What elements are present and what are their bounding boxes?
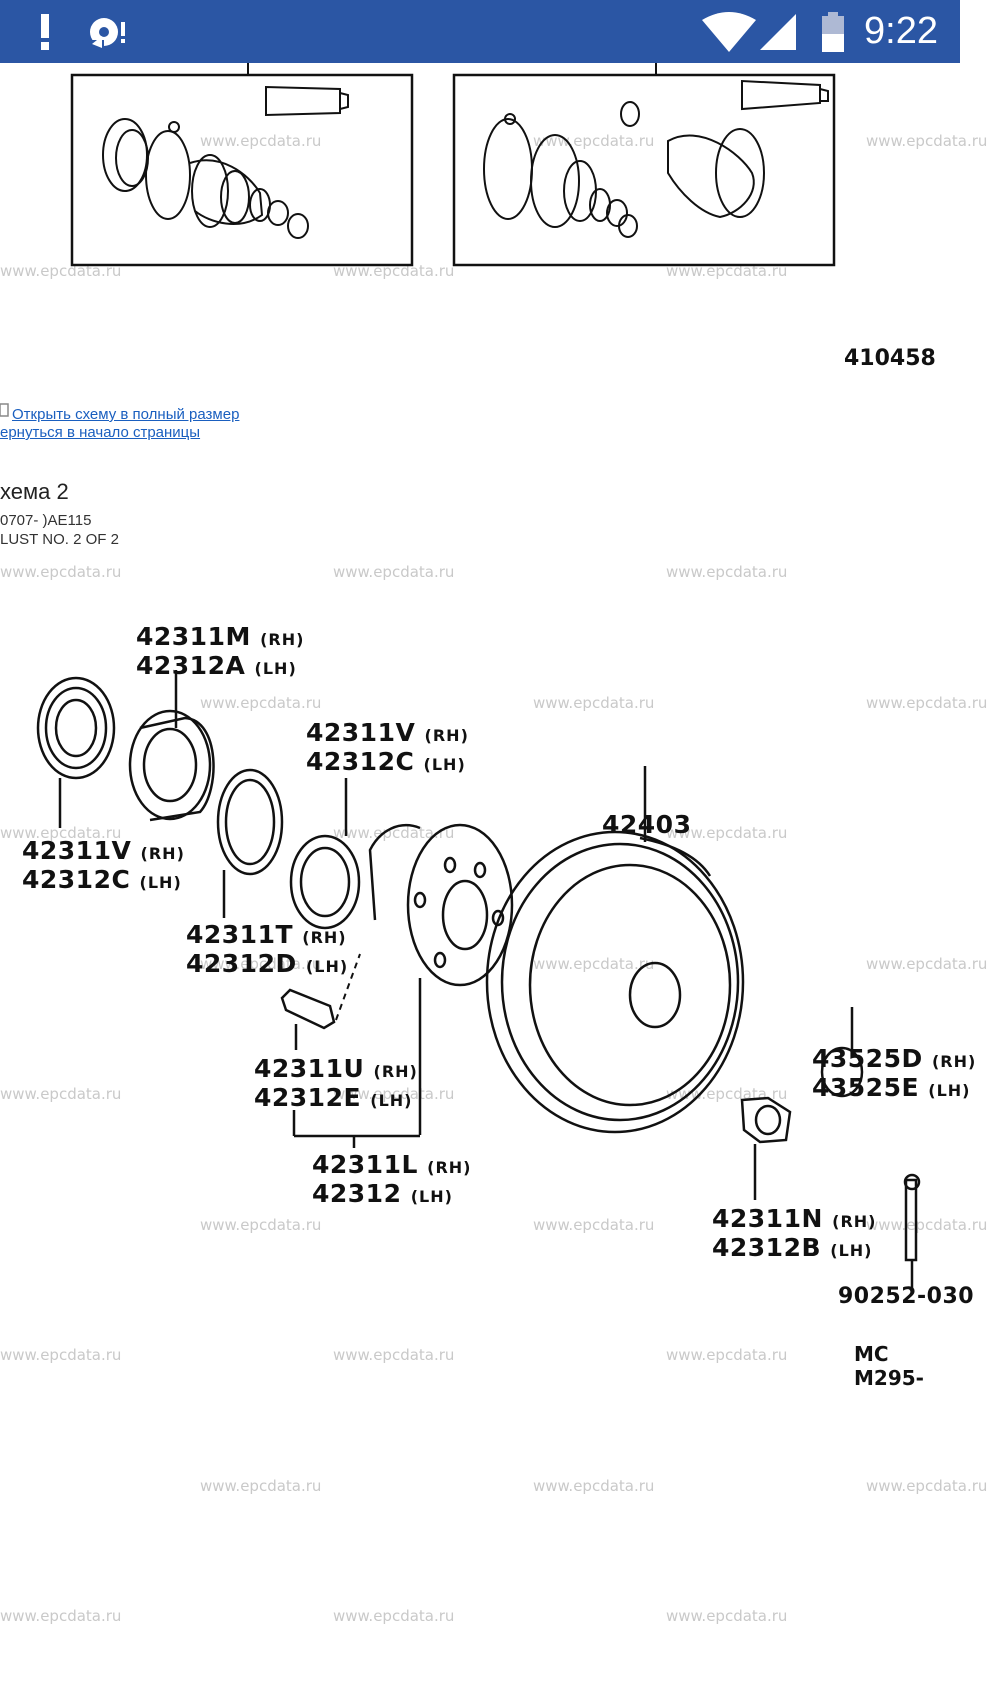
- watermark: www.epcdata.ru: [666, 824, 788, 842]
- part-label-bolt: 90252-030: [838, 1284, 975, 1309]
- diagram-boot-kits: [70, 63, 836, 267]
- diagram-number: 410458: [844, 346, 936, 371]
- watermark: www.epcdata.ru: [666, 563, 788, 581]
- part-label-drum: 42403: [602, 810, 692, 839]
- watermark: www.epcdata.ru: [0, 262, 122, 280]
- watermark: www.epcdata.ru: [200, 1477, 322, 1495]
- section-title: хема 2: [0, 479, 69, 504]
- watermark: www.epcdata.ru: [0, 1085, 122, 1103]
- signal-icon: [760, 14, 796, 50]
- watermark: www.epcdata.ru: [200, 955, 322, 973]
- open-full-size-link[interactable]: Открыть схему в полный размер: [12, 406, 240, 423]
- watermark: www.epcdata.ru: [333, 824, 455, 842]
- watermark: www.epcdata.ru: [333, 1607, 455, 1625]
- watermark: www.epcdata.ru: [866, 1216, 987, 1234]
- watermark: www.epcdata.ru: [866, 955, 987, 973]
- watermark: www.epcdata.ru: [866, 694, 987, 712]
- part-label-oil-seal-outer: 42311V (RH) 42312C (LH): [22, 836, 185, 894]
- diagram-rear-hub: [36, 670, 921, 1288]
- watermark: www.epcdata.ru: [0, 563, 122, 581]
- part-label-bearing: 42311M (RH) 42312A (LH): [136, 622, 305, 680]
- watermark: www.epcdata.ru: [333, 1346, 455, 1364]
- watermark: www.epcdata.ru: [200, 132, 322, 150]
- watermark: www.epcdata.ru: [200, 694, 322, 712]
- watermark: www.epcdata.ru: [0, 1346, 122, 1364]
- section-period: 0707- )AE115: [0, 512, 92, 529]
- watermark: www.epcdata.ru: [533, 132, 655, 150]
- sync-icon: [90, 18, 125, 50]
- wifi-icon: [702, 12, 756, 52]
- part-label-cap: 43525D (RH) 43525E (LH): [812, 1044, 977, 1102]
- watermark: www.epcdata.ru: [533, 1477, 655, 1495]
- clock: 9:22: [864, 10, 938, 52]
- back-to-top-link[interactable]: ернуться в начало страницы: [0, 424, 201, 441]
- watermark: www.epcdata.ru: [333, 563, 455, 581]
- watermark: www.epcdata.ru: [866, 132, 987, 150]
- watermark: www.epcdata.ru: [533, 955, 655, 973]
- watermark: www.epcdata.ru: [866, 1477, 987, 1495]
- part-label-snap-ring: 42311T (RH) 42312D (LH): [186, 920, 349, 978]
- section-illust: LUST NO. 2 OF 2: [0, 531, 119, 548]
- part-label-nut: 42311N (RH) 42312B (LH): [712, 1204, 877, 1262]
- battery-icon: [822, 12, 844, 52]
- part-label-oil-seal-inner: 42311V (RH) 42312C (LH): [306, 718, 469, 776]
- watermark: www.epcdata.ru: [333, 262, 455, 280]
- alert-icon: [41, 14, 49, 50]
- part-label-hub-bolt: 42311U (RH) 42312E (LH): [254, 1054, 418, 1112]
- status-bar: 9:22: [0, 0, 960, 63]
- watermark: www.epcdata.ru: [200, 1216, 322, 1234]
- diagram-code: MC M295-: [854, 1342, 924, 1390]
- watermark: www.epcdata.ru: [666, 1346, 788, 1364]
- watermark: www.epcdata.ru: [333, 1085, 455, 1103]
- image-icon: [0, 403, 9, 417]
- watermark: www.epcdata.ru: [0, 824, 122, 842]
- watermark: www.epcdata.ru: [533, 1216, 655, 1234]
- watermark: www.epcdata.ru: [533, 694, 655, 712]
- part-label-hub: 42311L (RH) 42312 (LH): [312, 1150, 472, 1208]
- watermark: www.epcdata.ru: [666, 1607, 788, 1625]
- watermark: www.epcdata.ru: [0, 1607, 122, 1625]
- watermark: www.epcdata.ru: [666, 262, 788, 280]
